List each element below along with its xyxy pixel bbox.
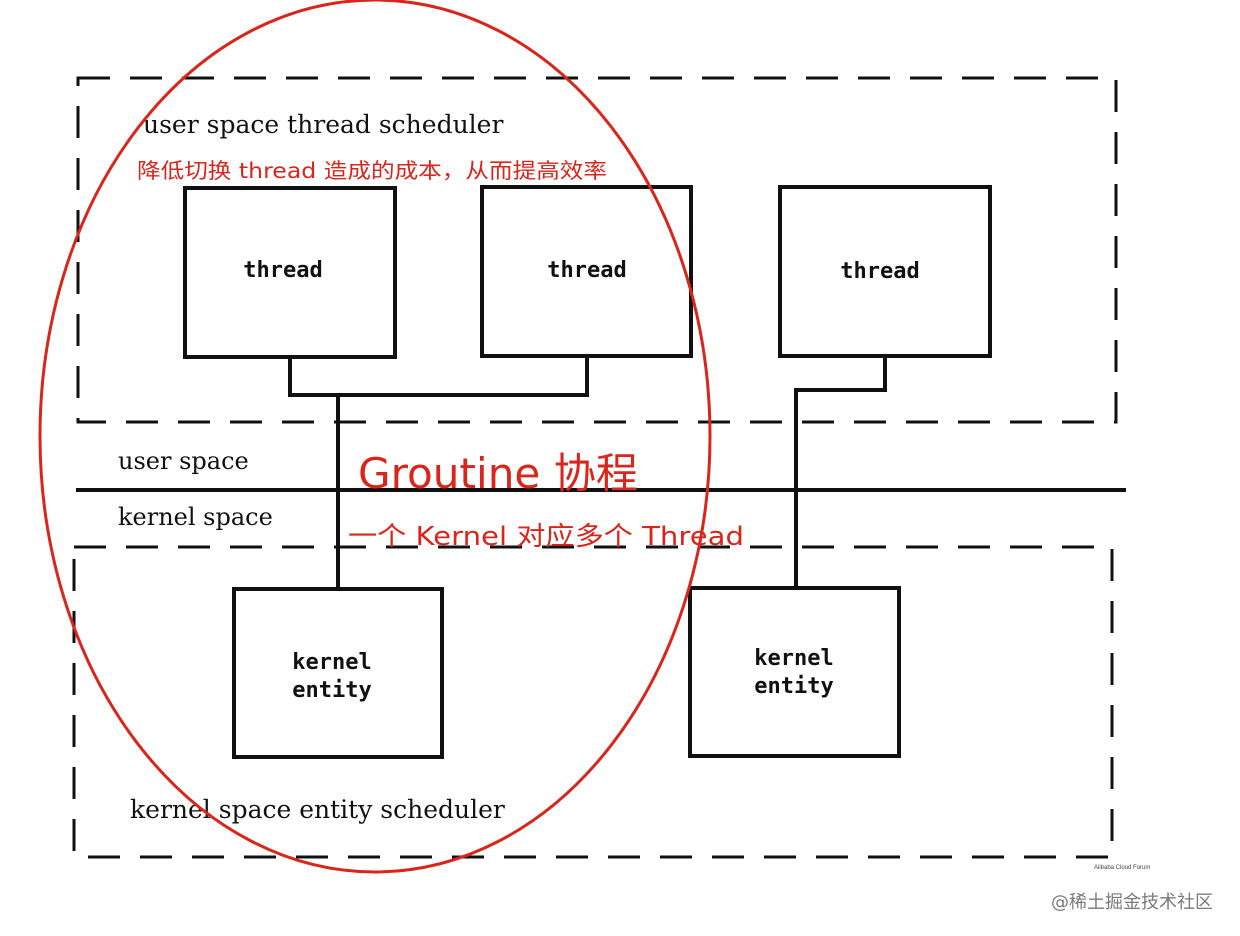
thread-box [480,185,693,358]
kernel-entity-label: kernel [292,650,371,675]
kernel-entity-label: kernel [754,646,833,671]
watermark: @稀土掘金技术社区 [1051,892,1213,913]
groutine-highlight-ellipse [38,0,712,874]
thread-label: thread [547,258,626,283]
thread-label: thread [243,258,322,283]
thread-label: thread [840,259,919,284]
thread-box [183,186,397,359]
thread-connector-right [794,356,887,588]
kernel-entity-label: entity [292,678,371,703]
thread-connector-left [288,357,340,589]
thread-connector-middle [338,356,589,397]
user-space-label: user space [118,447,249,475]
kernel-scheduler-label: kernel space entity scheduler [130,795,505,824]
groutine-title-annotation: Groutine 协程 [358,449,638,498]
kernel-entity-box [688,586,901,758]
cost-note-annotation: 降低切换 thread 造成的成本，从而提高效率 [137,159,607,183]
kernel-mapping-annotation: 一个 Kernel 对应多个 Thread [348,522,744,552]
thread-box [778,185,992,358]
user-scheduler-label: user space thread scheduler [143,110,503,139]
source-credit: Alibaba Cloud Forum [1094,865,1150,871]
kernel-entity-box [232,587,444,759]
user-space-region [76,76,1118,424]
kernel-space-label: kernel space [118,503,273,531]
kernel-entity-label: entity [754,674,833,699]
